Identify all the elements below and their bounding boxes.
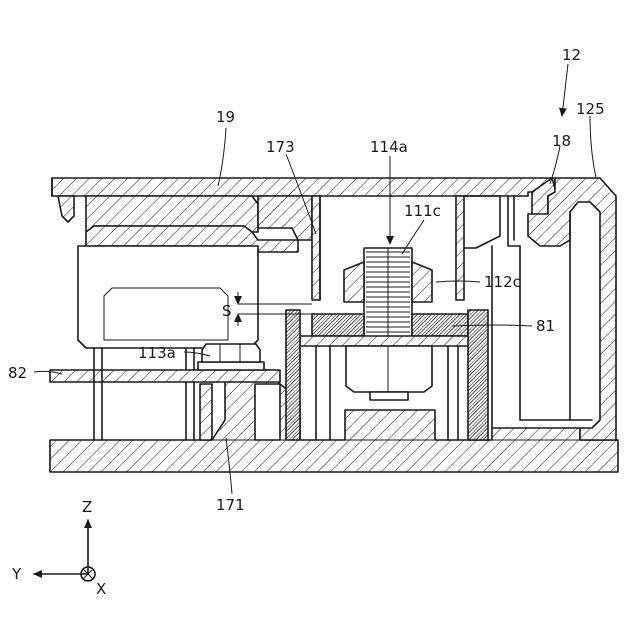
label-113a: 113a <box>138 344 176 362</box>
coordinate-axes: Z Y X <box>11 498 106 598</box>
axis-label-z: Z <box>82 498 92 516</box>
label-12: 12 <box>562 46 581 64</box>
label-18: 18 <box>552 132 571 150</box>
lower-housing-171 <box>50 370 618 472</box>
left-mount-block <box>78 196 312 348</box>
right-frame-125 <box>528 178 616 440</box>
axis-label-y: Y <box>11 565 22 583</box>
axis-label-x: X <box>96 580 106 598</box>
label-114a: 114a <box>370 138 408 156</box>
label-19: 19 <box>216 108 235 126</box>
label-82: 82 <box>8 364 27 382</box>
label-171: 171 <box>216 496 245 514</box>
label-173: 173 <box>266 138 295 156</box>
label-s: S <box>222 302 232 320</box>
bolt-114a <box>364 248 412 344</box>
component-113a <box>198 344 264 370</box>
label-81: 81 <box>536 317 555 335</box>
label-112c: 112c <box>484 273 521 291</box>
label-125: 125 <box>576 100 605 118</box>
label-111c: 111c <box>404 202 441 220</box>
